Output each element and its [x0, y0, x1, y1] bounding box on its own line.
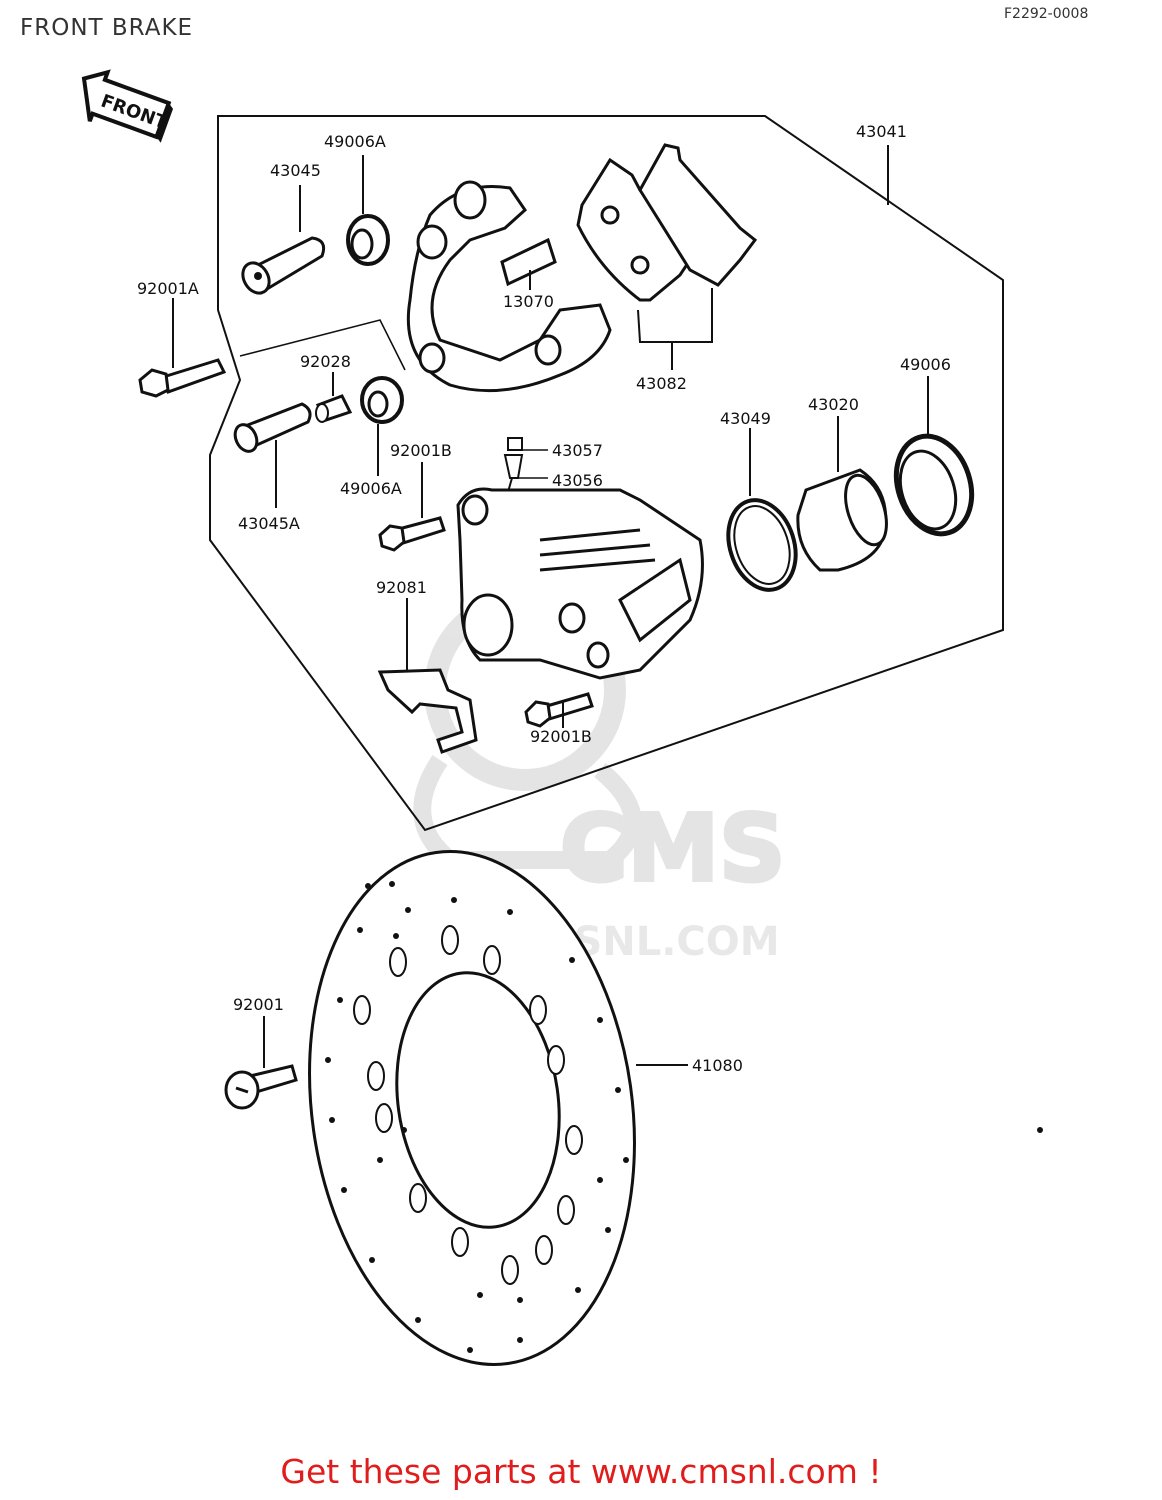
brake-pads-43082 [576, 143, 758, 302]
label-43020: 43020 [808, 395, 859, 414]
piston-seal-43049 [726, 498, 798, 592]
slide-pin-43045 [241, 236, 326, 295]
label-41080: 41080 [692, 1056, 743, 1075]
front-direction-arrow: FRONT [81, 69, 174, 143]
boot-49006A-bottom [360, 376, 404, 424]
label-43082: 43082 [636, 374, 687, 393]
slide-pin-43045A [233, 402, 312, 453]
sleeve-92028 [315, 394, 353, 423]
watermark-brand: CMS [560, 795, 785, 902]
caliper-bracket [406, 180, 612, 393]
diagram-code: F2292-0008 [1004, 6, 1089, 22]
label-92081: 92081 [376, 578, 427, 597]
disc-bolt-92001 [224, 1064, 298, 1110]
label-43045: 43045 [270, 161, 321, 180]
label-13070: 13070 [503, 292, 554, 311]
boot-49006A-top [346, 214, 390, 266]
label-43056: 43056 [552, 471, 603, 490]
bolt-92001B-top [378, 516, 446, 552]
label-92028: 92028 [300, 352, 351, 371]
bleeder-valve [503, 437, 524, 493]
label-49006A-top: 49006A [324, 132, 386, 151]
label-43041: 43041 [856, 122, 907, 141]
caliper-assembly-outline [209, 115, 1004, 832]
label-43049: 43049 [720, 409, 771, 428]
pad-retainer-92081 [377, 668, 478, 754]
caliper-body [456, 487, 704, 680]
get-parts-link[interactable]: Get these parts at www.cmsnl.com ! [280, 1452, 882, 1491]
page-title: FRONT BRAKE [20, 15, 194, 41]
exploded-parts-diagram: CMS WWW.CMSNL.COM FRONT [81, 69, 1043, 1366]
dust-seal-49006 [893, 433, 975, 537]
label-49006A-bottom: 49006A [340, 479, 402, 498]
label-43045A: 43045A [238, 514, 300, 533]
label-49006: 49006 [900, 355, 951, 374]
bolt-92001B-bottom [524, 692, 594, 728]
label-92001B-bottom: 92001B [530, 727, 592, 746]
label-92001A: 92001A [137, 279, 199, 298]
piston-43020 [796, 468, 888, 572]
pad-spring-13070 [500, 237, 557, 290]
label-92001B-top: 92001B [390, 441, 452, 460]
speck-mark [1037, 1127, 1043, 1133]
caliper-subgroup-outline [239, 319, 406, 371]
label-92001: 92001 [233, 995, 284, 1014]
brake-disc-41080 [308, 850, 636, 1366]
bolt-92001A [138, 358, 227, 398]
pads-leader [637, 288, 713, 343]
label-43057: 43057 [552, 441, 603, 460]
